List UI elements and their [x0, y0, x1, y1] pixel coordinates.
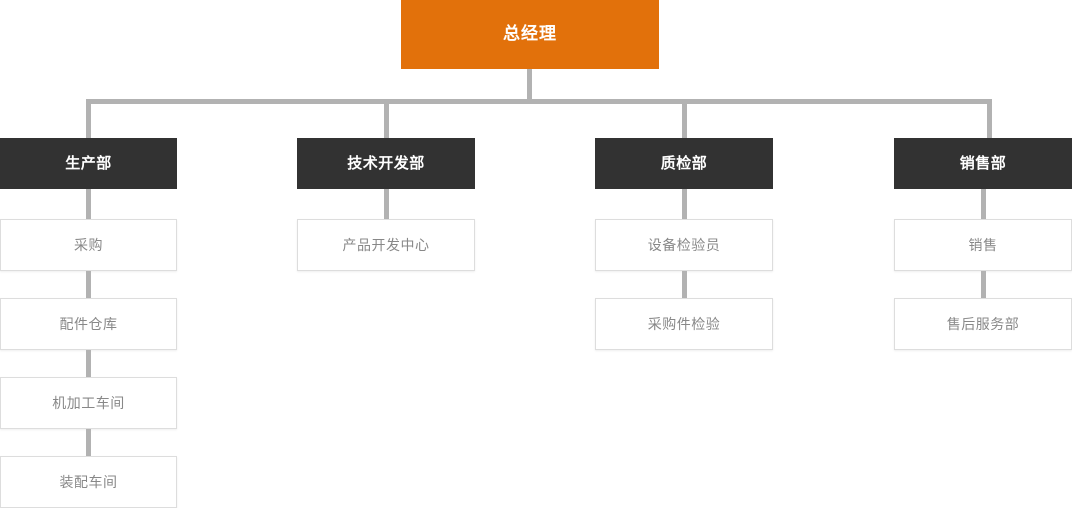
- node-sub-machining-workshop[interactable]: 机加工车间: [0, 377, 177, 429]
- connector-horizontal-bus: [86, 99, 992, 104]
- connector-drop-dept-2: [384, 99, 389, 138]
- node-sub-parts-warehouse[interactable]: 配件仓库: [0, 298, 177, 350]
- connector-drop-dept-4: [987, 99, 992, 138]
- node-root-label: 总经理: [503, 24, 557, 44]
- node-sub-product-development-center-label: 产品开发中心: [342, 236, 430, 253]
- node-sub-after-sales-service[interactable]: 售后服务部: [894, 298, 1072, 350]
- node-root-general-manager[interactable]: 总经理: [401, 0, 659, 69]
- connector-production-to-child-1: [86, 189, 91, 219]
- connector-quality-child-1-to-2: [682, 271, 687, 298]
- connector-production-child-2-to-3: [86, 350, 91, 377]
- node-sub-after-sales-service-label: 售后服务部: [946, 315, 1020, 332]
- node-dept-sales-label: 销售部: [959, 154, 1007, 172]
- connector-drop-dept-3: [682, 99, 687, 138]
- node-dept-quality-inspection-label: 质检部: [660, 154, 708, 172]
- node-sub-product-development-center[interactable]: 产品开发中心: [297, 219, 475, 271]
- node-dept-sales[interactable]: 销售部: [894, 138, 1072, 189]
- node-sub-parts-warehouse-label: 配件仓库: [59, 315, 118, 332]
- node-sub-assembly-workshop[interactable]: 装配车间: [0, 456, 177, 508]
- node-dept-quality-inspection[interactable]: 质检部: [595, 138, 773, 189]
- connector-techdev-to-child-1: [384, 189, 389, 219]
- connector-production-child-1-to-2: [86, 271, 91, 298]
- connector-production-child-3-to-4: [86, 429, 91, 456]
- node-sub-sales-label: 销售: [968, 236, 998, 253]
- node-sub-equipment-inspector[interactable]: 设备检验员: [595, 219, 773, 271]
- node-sub-assembly-workshop-label: 装配车间: [59, 473, 118, 490]
- node-dept-production[interactable]: 生产部: [0, 138, 177, 189]
- node-dept-technical-development-label: 技术开发部: [347, 154, 425, 172]
- node-dept-technical-development[interactable]: 技术开发部: [297, 138, 475, 189]
- connector-drop-dept-1: [86, 99, 91, 138]
- node-sub-purchased-parts-inspection[interactable]: 采购件检验: [595, 298, 773, 350]
- node-sub-purchased-parts-inspection-label: 采购件检验: [647, 315, 721, 332]
- connector-root-stem: [527, 69, 532, 101]
- connector-sales-child-1-to-2: [981, 271, 986, 298]
- node-sub-equipment-inspector-label: 设备检验员: [647, 236, 721, 253]
- node-sub-procurement-label: 采购: [74, 236, 103, 253]
- node-sub-machining-workshop-label: 机加工车间: [52, 394, 125, 411]
- node-dept-production-label: 生产部: [65, 154, 112, 172]
- connector-sales-to-child-1: [981, 189, 986, 219]
- connector-quality-to-child-1: [682, 189, 687, 219]
- node-sub-procurement[interactable]: 采购: [0, 219, 177, 271]
- node-sub-sales[interactable]: 销售: [894, 219, 1072, 271]
